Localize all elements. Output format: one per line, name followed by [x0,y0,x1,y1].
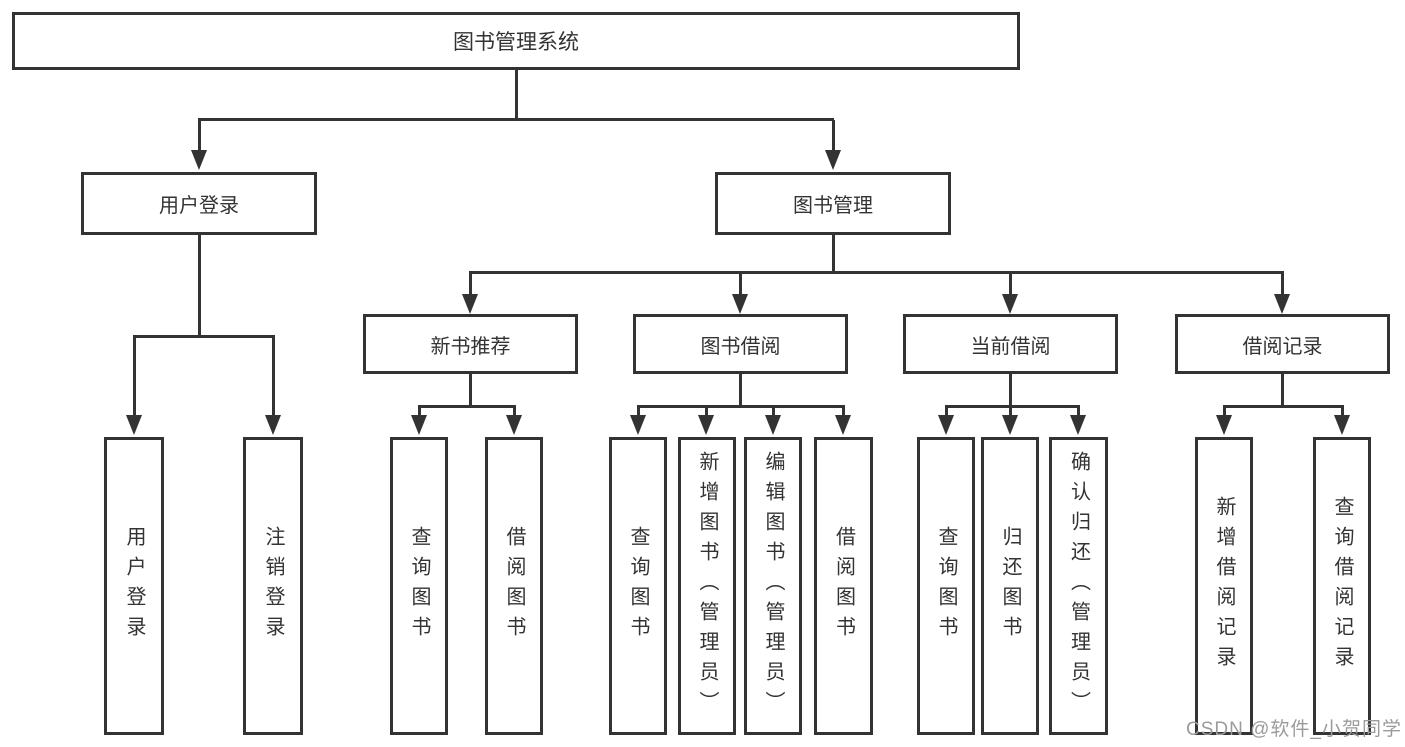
tree-connector-line [637,408,640,417]
tree-connector-line [133,335,275,338]
tree-connector-line [945,408,948,417]
node-borrowing-records: 借阅记录 [1175,314,1390,374]
node-query-borrow-record: 查询借阅记录 [1313,437,1371,735]
tree-connector-line [945,405,1080,408]
arrowhead-down-icon [630,415,646,435]
tree-connector-line [739,374,742,407]
arrowhead-down-icon [1216,415,1232,435]
node-add-books-admin: 新增图书（管理员） [678,437,736,735]
node-user-login: 用户登录 [81,172,317,235]
tree-connector-line [772,408,775,417]
node-query-books-current: 查询图书 [917,437,975,735]
node-book-management: 图书管理 [715,172,951,235]
arrowhead-down-icon [698,415,714,435]
node-new-book-recommendation: 新书推荐 [363,314,578,374]
node-query-borrow-record-label: 查询借阅记录 [1331,496,1353,676]
node-return-books: 归还图书 [981,437,1039,735]
node-edit-books-admin: 编辑图书（管理员） [744,437,802,735]
tree-connector-line [1009,273,1012,296]
tree-connector-line [198,118,834,121]
tree-connector-line [1223,405,1344,408]
tree-connector-line [1009,408,1012,417]
tree-connector-line [198,120,201,152]
arrowhead-down-icon [1070,415,1086,435]
node-borrow-books-borrowing: 借阅图书 [814,437,873,735]
tree-connector-line [469,271,1284,274]
tree-connector-line [418,408,421,417]
tree-connector-line [705,408,708,417]
arrowhead-down-icon [1334,415,1350,435]
tree-connector-line [418,405,516,408]
node-add-borrow-record-label: 新增借阅记录 [1213,496,1235,676]
tree-connector-line [1009,374,1012,407]
tree-connector-line [198,235,201,337]
node-borrow-books-recommend: 借阅图书 [485,437,543,735]
csdn-watermark: CSDN @软件_小贺同学 [1186,719,1402,740]
tree-connector-line [832,120,835,152]
tree-connector-line [1341,408,1344,417]
node-logout-label: 注销登录 [262,526,284,646]
tree-connector-line [832,235,835,273]
node-current-borrowing-label: 当前借阅 [970,335,1051,358]
node-root: 图书管理系统 [12,12,1020,70]
node-current-borrowing: 当前借阅 [903,314,1118,374]
node-book-borrowing: 图书借阅 [633,314,848,374]
arrowhead-down-icon [938,415,954,435]
node-add-books-admin-label: 新增图书（管理员） [696,451,718,721]
node-new-book-recommendation-label: 新书推荐 [430,335,511,358]
arrowhead-down-icon [126,415,142,435]
node-query-books-recommend-label: 查询图书 [408,526,430,646]
tree-connector-line [1223,408,1226,417]
tree-connector-line [1281,273,1284,296]
arrowhead-down-icon [506,415,522,435]
arrowhead-down-icon [191,150,207,170]
arrowhead-down-icon [411,415,427,435]
node-query-books-borrowing-label: 查询图书 [627,526,649,646]
node-query-books-recommend: 查询图书 [390,437,448,735]
tree-connector-line [469,374,472,407]
arrowhead-down-icon [462,294,478,314]
arrowhead-down-icon [765,415,781,435]
tree-connector-line [469,273,472,296]
tree-connector-line [272,338,275,417]
node-return-books-label: 归还图书 [999,526,1021,646]
tree-connector-line [637,405,845,408]
node-add-borrow-record: 新增借阅记录 [1195,437,1253,735]
node-logout: 注销登录 [243,437,303,735]
arrowhead-down-icon [1002,294,1018,314]
node-query-books-current-label: 查询图书 [935,526,957,646]
node-borrow-books-borrowing-label: 借阅图书 [832,526,855,646]
tree-connector-line [1077,408,1080,417]
node-query-books-borrowing: 查询图书 [609,437,667,735]
node-root-label: 图书管理系统 [453,31,579,54]
arrowhead-down-icon [1274,294,1290,314]
node-borrow-books-recommend-label: 借阅图书 [503,526,525,646]
node-borrowing-records-label: 借阅记录 [1242,335,1323,358]
tree-connector-line [513,408,516,417]
node-confirm-return-admin: 确认归还（管理员） [1049,437,1108,735]
tree-connector-line [515,70,518,120]
node-user-login-label: 用户登录 [159,195,239,217]
arrowhead-down-icon [835,415,851,435]
tree-connector-line [842,408,845,417]
arrowhead-down-icon [1002,415,1018,435]
node-edit-books-admin-label: 编辑图书（管理员） [762,451,784,721]
arrowhead-down-icon [265,415,281,435]
tree-connector-line [739,273,742,296]
arrowhead-down-icon [825,150,841,170]
node-user-login-leaf: 用户登录 [104,437,164,735]
node-user-login-leaf-label: 用户登录 [123,526,145,646]
node-book-borrowing-label: 图书借阅 [700,335,781,358]
tree-connector-line [1281,374,1284,407]
tree-connector-line [133,338,136,417]
arrowhead-down-icon [732,294,748,314]
node-book-management-label: 图书管理 [793,195,873,217]
node-confirm-return-admin-label: 确认归还（管理员） [1067,451,1090,721]
